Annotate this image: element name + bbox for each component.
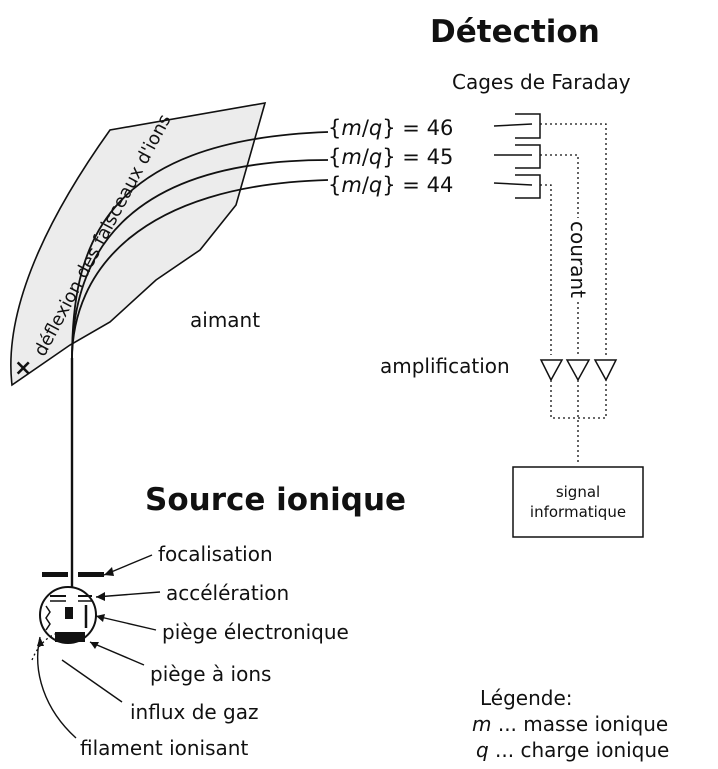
amplifier-3 — [593, 359, 618, 382]
ion-beam-46 — [71, 131, 329, 361]
label-piege-electronique: piège électronique — [162, 620, 349, 644]
legend-title: Légende: — [480, 686, 573, 710]
mq-label-45: {m/q} = 45 — [328, 145, 454, 169]
mq-label-46: {m/q} = 46 — [328, 116, 454, 140]
faraday-cups-label: Cages de Faraday — [452, 70, 631, 94]
magnetic-field-into-page-icon: × — [14, 356, 33, 381]
faraday-cup-44 — [515, 174, 541, 199]
filament-coil — [45, 605, 51, 631]
amplifier-2 — [565, 359, 591, 382]
legend-m: m ... masse ionique — [472, 712, 669, 736]
signal-box-line1: signal — [555, 483, 601, 501]
amplifier-1 — [539, 359, 564, 382]
ion-beam-45 — [71, 159, 329, 361]
legend-q: q ... charge ionique — [476, 738, 670, 762]
signal-box — [512, 466, 644, 538]
faraday-cup-45 — [515, 144, 541, 169]
source-title: Source ionique — [145, 482, 407, 518]
ion-beam-44 — [71, 179, 329, 361]
label-filament: filament ionisant — [80, 736, 249, 760]
gas-inflow-curve — [31, 632, 59, 661]
signal-box-text: signal informatique — [513, 482, 643, 522]
label-influx-gaz: influx de gaz — [130, 700, 259, 724]
detection-title: Détection — [430, 14, 600, 50]
focusing-plate-right — [78, 572, 104, 577]
beam-to-cup-46 — [493, 123, 533, 127]
label-piege-ions: piège à ions — [150, 662, 272, 686]
label-focalisation: focalisation — [158, 542, 273, 566]
mq-label-44: {m/q} = 44 — [328, 173, 454, 197]
amplifiers — [539, 359, 618, 382]
ion-trap-block — [65, 607, 73, 619]
signal-box-line2: informatique — [529, 503, 627, 521]
label-acceleration: accélération — [166, 581, 290, 605]
faraday-cup-46 — [515, 113, 541, 139]
magnet-label: aimant — [190, 308, 261, 332]
pointer-lines — [37, 554, 161, 739]
amplification-label: amplification — [380, 354, 510, 378]
pointer-arrowheads — [37, 567, 114, 649]
beam-to-cup-44 — [493, 182, 533, 186]
ion-trap-base — [55, 632, 85, 642]
focusing-plate-left — [42, 572, 68, 577]
current-label: courant — [566, 218, 590, 301]
